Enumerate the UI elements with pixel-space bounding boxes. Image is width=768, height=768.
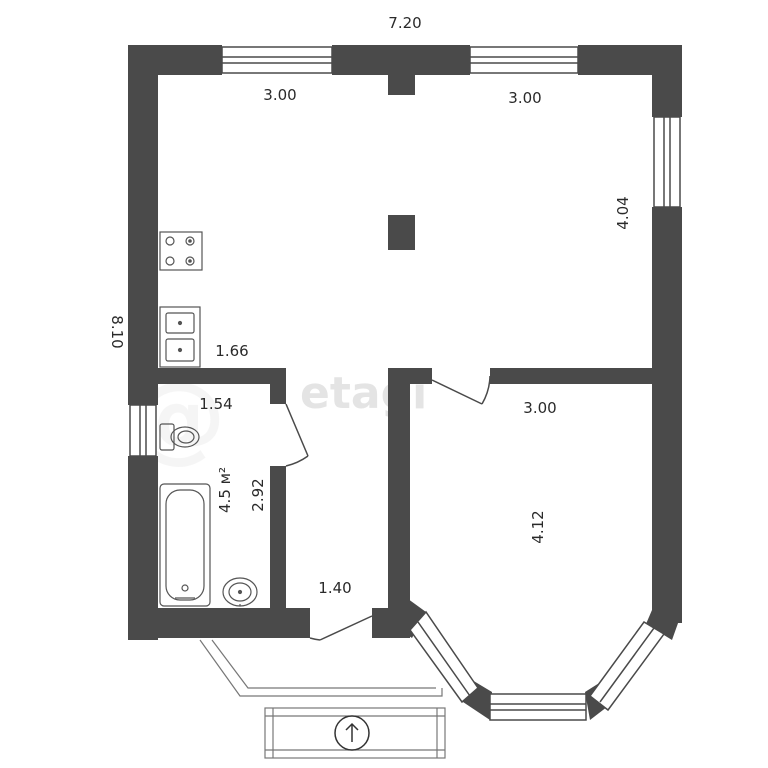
door-bedroom-swing — [481, 375, 491, 405]
wall-bedroom-top-right — [490, 368, 652, 384]
porch-outline — [199, 639, 443, 697]
wall-right-upper — [652, 45, 682, 117]
wall-bathroom-right-upper — [270, 368, 286, 404]
column-top — [388, 75, 415, 95]
kitchen-fixtures — [159, 231, 203, 368]
bathroom-area-label: 4.5 м² — [216, 467, 234, 513]
wall-right-lower — [652, 207, 682, 623]
window-top-left — [221, 46, 333, 74]
door-entrance-leaf — [319, 615, 373, 641]
windows — [129, 46, 681, 457]
stove-icon — [159, 231, 203, 271]
door-bathroom-leaf — [285, 403, 309, 457]
dim-bedroom-width: 3.00 — [523, 399, 556, 417]
dim-overall-height: 8.10 — [108, 315, 126, 348]
wall-hall-bedroom — [388, 368, 410, 623]
exterior-walls — [128, 45, 682, 720]
dim-living-right: 4.04 — [614, 196, 632, 229]
dim-bathroom-width: 1.54 — [199, 395, 232, 413]
bathroom-fixtures — [159, 423, 258, 607]
bay-window-right-glass — [599, 627, 655, 703]
doors — [285, 375, 491, 641]
bathroom-sink-icon — [222, 577, 258, 607]
bay-window-left-glass — [417, 621, 471, 697]
wall-top-middle — [332, 45, 470, 75]
dim-living-top-right: 3.00 — [508, 89, 541, 107]
toilet-icon — [159, 423, 200, 451]
wall-left-upper — [128, 45, 158, 405]
dim-kitchen-counter: 1.66 — [215, 342, 248, 360]
dim-living-top-left: 3.00 — [263, 86, 296, 104]
dim-hall-width: 1.40 — [318, 579, 351, 597]
column-center — [388, 215, 415, 250]
bay-corner-right — [646, 610, 682, 640]
entrance-arrow-head — [345, 722, 359, 731]
wall-bathroom-top — [158, 368, 286, 384]
dim-bathroom-depth: 2.92 — [249, 478, 267, 511]
bay-windows — [409, 610, 666, 721]
interior-walls — [158, 75, 652, 623]
window-bathroom — [129, 404, 157, 457]
porch — [199, 639, 446, 759]
dim-overall-width: 7.20 — [388, 14, 421, 32]
dimension-labels: 7.20 8.10 3.00 3.00 4.04 1.66 1.54 2.92 … — [108, 14, 632, 597]
dim-bedroom-depth: 4.12 — [529, 510, 547, 543]
wall-bathroom-right-lower — [270, 466, 286, 608]
porch-outline-inner — [211, 639, 436, 689]
door-bedroom-leaf — [431, 379, 483, 405]
door-bathroom-swing — [285, 455, 309, 467]
kitchen-sink-icon — [159, 306, 201, 368]
bay-window-bottom — [489, 693, 587, 721]
entrance-steps — [264, 707, 446, 759]
door-entrance-swing — [309, 637, 321, 641]
wall-bottom-left — [128, 608, 310, 638]
window-top-right — [469, 46, 579, 74]
window-right — [653, 116, 681, 208]
bathtub-icon — [159, 483, 211, 607]
